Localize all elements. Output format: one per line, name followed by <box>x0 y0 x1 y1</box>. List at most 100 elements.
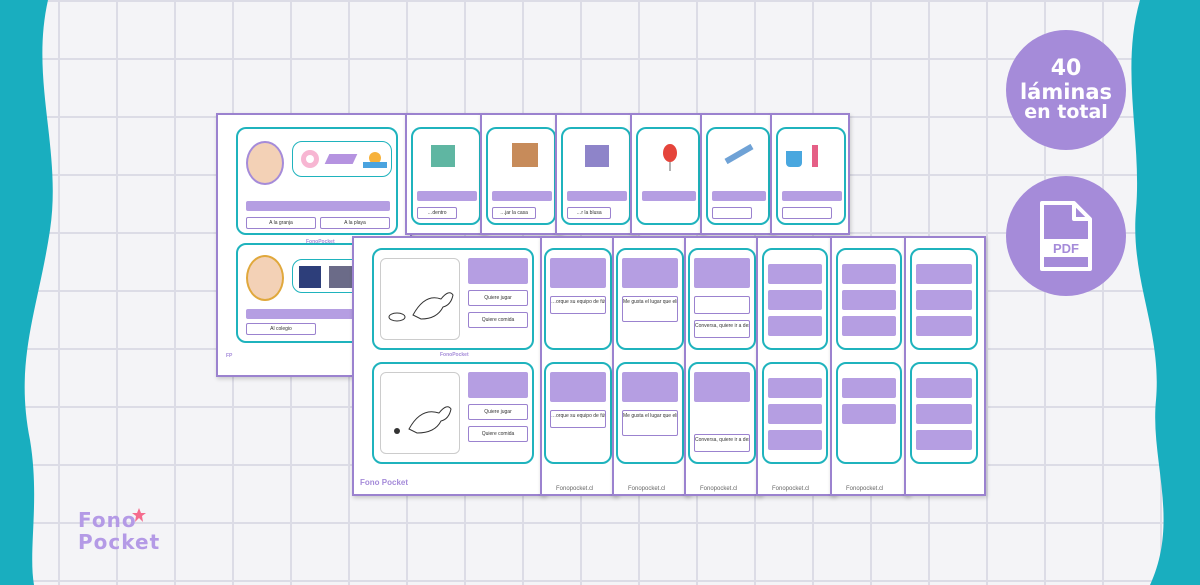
question-pill <box>842 404 896 424</box>
worksheet-front-2: …orque su equipo de fútbol ganó. …orque … <box>540 236 618 496</box>
worksheet-back-6 <box>700 113 775 235</box>
worksheet-card: A la granja A la playa <box>236 127 398 235</box>
mini-logo: FonoPocket <box>440 352 469 358</box>
sheet-logo: FP <box>226 353 233 359</box>
question-pill <box>768 378 822 398</box>
question-pill <box>842 316 896 336</box>
answer-box[interactable]: …orque su equipo de fútbol ganó. <box>550 410 606 428</box>
worksheet-card <box>706 127 770 225</box>
question-pill <box>842 290 896 310</box>
shovel-icon <box>812 145 818 167</box>
answer-box-1[interactable]: Quiere jugar <box>468 290 528 306</box>
answer-box[interactable] <box>694 296 750 314</box>
worksheet-card <box>836 248 902 350</box>
worksheet-card <box>776 127 846 225</box>
pdf-label: PDF <box>1053 241 1079 256</box>
answer-box[interactable]: Conversa, quiere ir a descansar <box>694 320 750 338</box>
brand-line-2: Pocket <box>78 530 161 554</box>
donut-icon <box>301 150 319 168</box>
answer-box[interactable]: …jar la casa <box>492 207 536 219</box>
answer-box[interactable]: …r la blusa <box>567 207 611 219</box>
brand-logo: Fono Pocket <box>78 510 160 552</box>
worksheet-card <box>762 248 828 350</box>
worksheet-front-main: Quiere jugar Quiere comida FonoPocket Qu… <box>352 236 546 496</box>
bucket-icon <box>786 151 802 167</box>
worksheet-card: …dentro <box>411 127 481 225</box>
question-pill <box>768 404 822 424</box>
dog-ball-icon <box>394 406 452 434</box>
worksheet-front-5: Fonopocket.cl <box>756 236 836 496</box>
answer-box[interactable] <box>782 207 832 219</box>
answer-box-1[interactable]: Al colegio <box>246 323 316 335</box>
worksheet-card <box>836 362 902 464</box>
question-pill <box>246 309 390 319</box>
question-pill <box>550 258 606 288</box>
question-pill <box>768 316 822 336</box>
answer-box-2[interactable]: Quiere comida <box>468 426 528 442</box>
dog-food-icon <box>388 292 454 322</box>
worksheet-front-6: Fonopocket.cl <box>830 236 910 496</box>
question-pill <box>550 372 606 402</box>
question-pill <box>768 264 822 284</box>
answer-box[interactable]: Me gusta el lugar que eligieron para vac… <box>622 410 678 436</box>
worksheet-back-5 <box>630 113 705 235</box>
badge-count-suffix: en total <box>1024 100 1108 123</box>
worksheet-front-7 <box>904 236 986 496</box>
answer-box[interactable]: Conversa, quiere ir a descansar <box>694 434 750 452</box>
footer-url: Fonopocket.cl <box>628 486 666 492</box>
question-pill <box>694 258 750 288</box>
answer-box-1[interactable]: Quiere jugar <box>468 404 528 420</box>
worksheet-card: Conversa, quiere ir a descansar <box>688 362 756 464</box>
answer-box[interactable] <box>712 207 752 219</box>
uniform-icon <box>299 266 321 288</box>
badge-count-label: láminas <box>1019 79 1113 104</box>
girl-illustration <box>246 255 284 301</box>
question-pill <box>916 290 972 310</box>
dog-picture-frame <box>380 258 460 340</box>
footer-url: Fonopocket.cl <box>772 486 810 492</box>
question-pill <box>246 201 390 211</box>
dog-picture-frame <box>380 372 460 454</box>
worksheet-front-3: Me gusta el lugar que eligieron para vac… <box>612 236 690 496</box>
question-pill <box>642 191 696 201</box>
question-pill <box>417 191 477 201</box>
worksheet-back-7 <box>770 113 850 235</box>
answer-box-2[interactable]: A la playa <box>320 217 390 229</box>
worksheet-card: …orque su equipo de fútbol ganó. <box>544 248 612 350</box>
left-wave-decoration <box>0 0 53 585</box>
answer-box-1[interactable]: A la granja <box>246 217 316 229</box>
question-pill <box>712 191 766 201</box>
question-pill <box>492 191 552 201</box>
question-pill <box>916 430 972 450</box>
worksheet-card <box>910 362 978 464</box>
sheet-logo: Fono Pocket <box>360 478 409 487</box>
brand-line-1: Fono <box>78 508 137 532</box>
footer-url: Fonopocket.cl <box>846 486 884 492</box>
hospital-icon <box>431 145 455 167</box>
balloon-icon <box>663 144 677 171</box>
pdf-badge: PDF <box>1006 176 1126 296</box>
worksheet-front-4: Conversa, quiere ir a descansar Conversa… <box>684 236 762 496</box>
total-sheets-badge: 40 láminas en total <box>1006 30 1126 150</box>
question-pill <box>916 378 972 398</box>
worksheet-back-2: …dentro <box>405 113 487 235</box>
sun-wave-icon <box>363 152 387 168</box>
question-pill <box>916 264 972 284</box>
worksheet-card <box>762 362 828 464</box>
worksheet-card: Conversa, quiere ir a descansar <box>688 248 756 350</box>
worksheet-card <box>910 248 978 350</box>
question-pill <box>622 258 678 288</box>
worksheet-card <box>636 127 700 225</box>
footer-url: Fonopocket.cl <box>700 486 738 492</box>
answer-box[interactable]: Me gusta el lugar que eligieron para vac… <box>622 296 678 322</box>
grandma-illustration <box>246 141 284 185</box>
worksheet-card: Me gusta el lugar que eligieron para vac… <box>616 248 684 350</box>
speech-bubble <box>292 141 392 177</box>
star-icon <box>132 508 146 522</box>
answer-box-2[interactable]: Quiere comida <box>468 312 528 328</box>
question-pill <box>842 378 896 398</box>
answer-box[interactable]: …orque su equipo de fútbol ganó. <box>550 296 606 314</box>
answer-box[interactable]: …dentro <box>417 207 457 219</box>
worksheet-card: …jar la casa <box>486 127 556 225</box>
shirt-icon <box>585 145 609 167</box>
